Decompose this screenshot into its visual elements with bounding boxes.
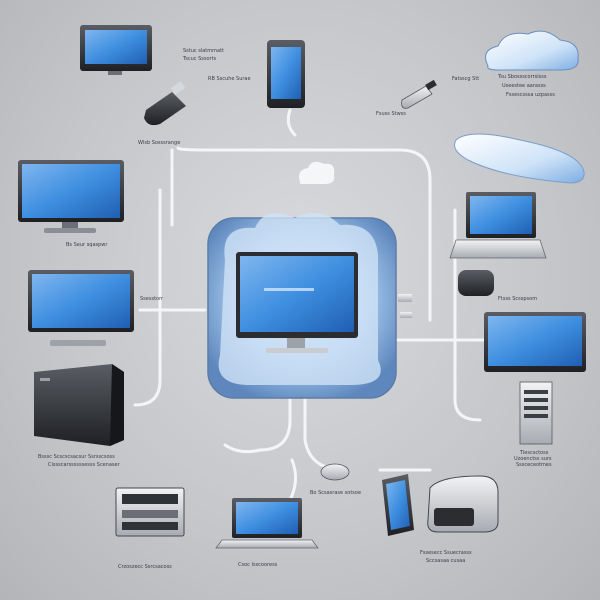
label-left-monitor-top: Bs Seur sqaspwr [66, 242, 108, 248]
right-monitor [484, 312, 586, 372]
label-usb-stick-a: Fatsscg Stt [452, 76, 479, 82]
label-top-monitor-a: Sstuc slatmmatt [183, 48, 224, 54]
label-cloud-right-b: Useestee aarasss [502, 83, 546, 89]
label-top-monitor-b: Tscuc Sssorts [182, 56, 217, 62]
smartphone [267, 40, 305, 108]
label-tower-right-b: Uzoenctss surs [514, 456, 552, 462]
central-cloud-hub [207, 212, 397, 399]
network-cables [133, 108, 492, 502]
label-mouse-right: Ftsss Scsspsom [498, 296, 537, 302]
label-printer-a: Fssesecc Ssuecrasss [420, 550, 472, 556]
label-cloud-right-c: Fssescsssa uzpasss [506, 92, 555, 98]
top-left-monitor [80, 25, 152, 75]
cloud-storage-icon [485, 30, 579, 71]
wireless-mouse [454, 133, 585, 184]
usb-stick [401, 79, 437, 109]
server-tower [519, 381, 553, 445]
desktop-monitor [28, 270, 134, 346]
left-monitor [18, 160, 124, 233]
desktop-tower [34, 364, 124, 446]
label-stereo: Crzoszecc Ssrcsacoss [118, 564, 172, 570]
label-desktop-b: Cissscarssssssesss Scenaser [48, 462, 121, 468]
usb-drive [144, 81, 186, 126]
tablet [382, 474, 414, 536]
mouse-device [320, 463, 350, 481]
small-cloud-icon [299, 161, 335, 184]
label-desktop-a: Bsssc Scscscsacsur Ssrsscsoss [38, 454, 115, 460]
router-device [458, 270, 494, 296]
label-printer-b: Sccsasaa cusaa [426, 558, 465, 564]
media-player [115, 487, 185, 537]
label-left-monitor-mid: Ssesstorr [140, 296, 164, 302]
laptop-right [449, 192, 547, 259]
label-bottom-center: Bo Scsasrase sotsoe [310, 490, 361, 496]
label-usb-stick-b: Fsuss Stwss [376, 111, 406, 117]
label-laptop-bottom: Csoc Isscooress [238, 562, 278, 568]
label-tower-right-a: Tiescsctoss [519, 450, 549, 456]
printer [427, 475, 499, 533]
central-monitor-screen [240, 256, 354, 332]
label-usb-drive: Wlsb Sosssrange [138, 140, 180, 146]
label-phone: RB Sscuhe Surae [208, 76, 251, 82]
cable-connectors [398, 294, 412, 318]
label-tower-right-c: Sssceceotmes [516, 462, 552, 468]
label-cloud-right-a: Tsu Sbossscorrslsss [497, 74, 547, 80]
laptop-bottom [215, 498, 319, 549]
